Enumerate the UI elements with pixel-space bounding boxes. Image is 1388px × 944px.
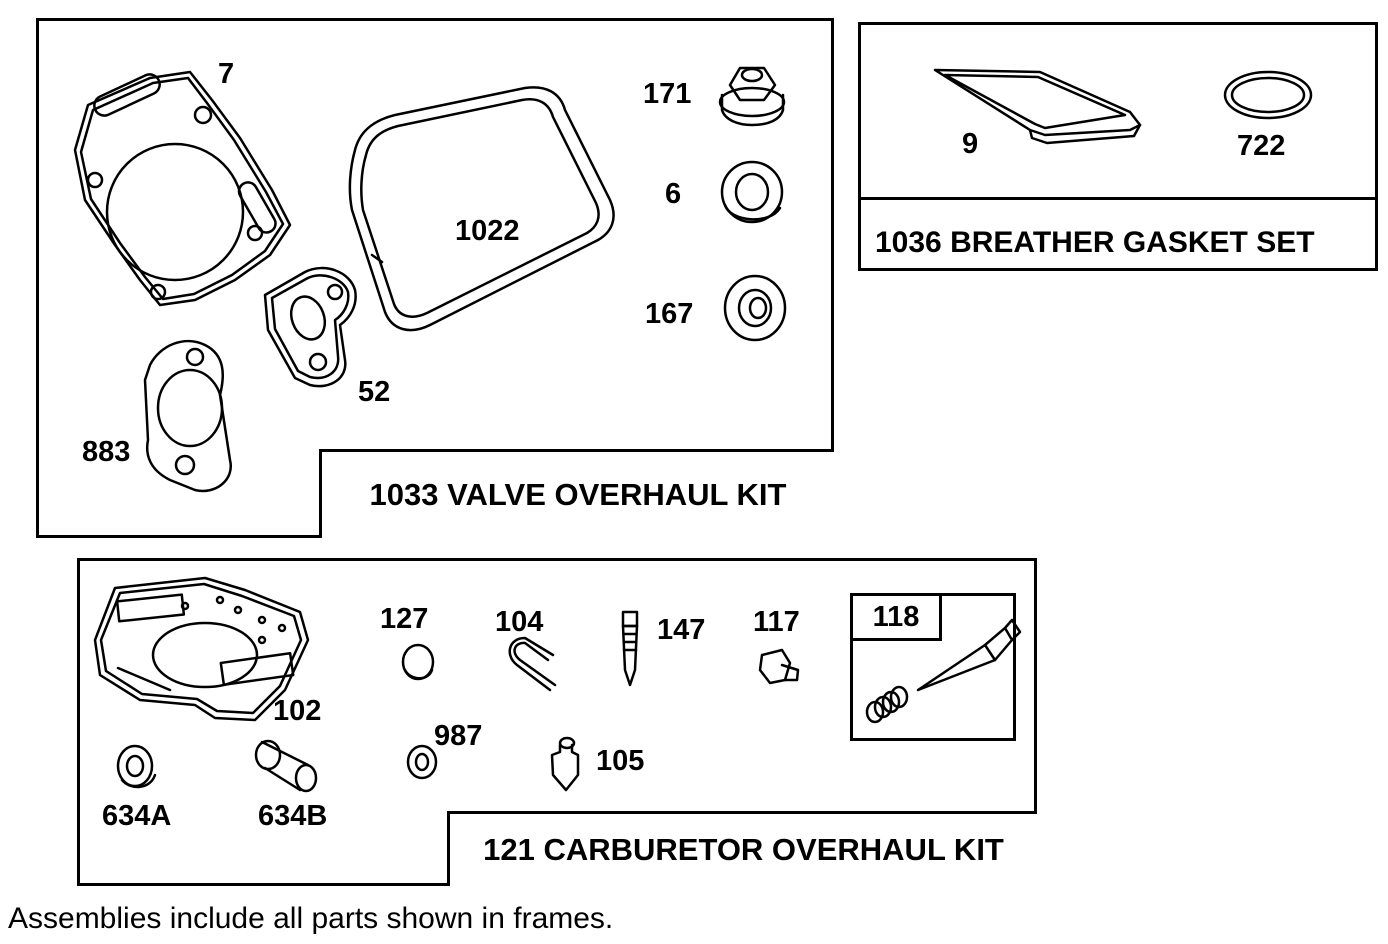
o-ring-722-icon bbox=[1223, 70, 1313, 120]
carburetor-gasket-102-icon bbox=[93, 576, 310, 722]
valve-kit-title-text: 1033 VALVE OVERHAUL KIT bbox=[369, 477, 787, 512]
carburetor-kit-title-text: 121 CARBURETOR OVERHAUL KIT bbox=[483, 832, 1004, 867]
breather-gasket-set-frame: 1036 BREATHER GASKET SET bbox=[858, 22, 1378, 271]
nut-171-icon bbox=[718, 66, 786, 127]
needle-valve-105-icon bbox=[550, 736, 580, 792]
part-label-117: 117 bbox=[753, 606, 800, 638]
seal-6-icon bbox=[720, 160, 784, 224]
exhaust-gasket-883-icon bbox=[143, 339, 233, 493]
breather-divider bbox=[861, 197, 1375, 200]
part-label-9: 9 bbox=[962, 128, 979, 160]
part-label-147: 147 bbox=[657, 614, 706, 646]
carburetor-kit-title: 121 CARBURETOR OVERHAUL KIT bbox=[447, 811, 1037, 886]
intake-gasket-52-icon bbox=[263, 266, 357, 388]
part-label-105: 105 bbox=[596, 745, 645, 777]
pin-104-icon bbox=[508, 636, 557, 692]
part-label-634a: 634A bbox=[102, 800, 172, 832]
screw-117-icon bbox=[758, 648, 800, 685]
part-118-tag: 118 bbox=[850, 593, 942, 641]
mixture-screw-118-icon bbox=[916, 618, 1022, 692]
ring-634a-icon bbox=[116, 744, 157, 789]
washer-987-icon bbox=[406, 744, 438, 780]
part-label-171: 171 bbox=[643, 78, 692, 110]
jet-147-icon bbox=[621, 610, 639, 687]
part-label-7: 7 bbox=[218, 58, 235, 90]
breather-gasket-9-icon bbox=[933, 68, 1142, 145]
cylinder-head-gasket-7-icon bbox=[73, 70, 292, 307]
part-label-1022: 1022 bbox=[455, 215, 520, 247]
valve-kit-title: 1033 VALVE OVERHAUL KIT bbox=[319, 449, 834, 538]
valve-seal-167-icon bbox=[723, 274, 787, 342]
part-label-987: 987 bbox=[434, 720, 483, 752]
part-label-883: 883 bbox=[82, 436, 131, 468]
spring-118-icon bbox=[865, 685, 909, 724]
part-label-167: 167 bbox=[645, 298, 694, 330]
part-118-subframe: 118 bbox=[850, 593, 1016, 741]
part-118-label: 118 bbox=[872, 600, 920, 633]
breather-kit-title: 1036 BREATHER GASKET SET bbox=[875, 226, 1315, 259]
part-label-102: 102 bbox=[273, 695, 322, 727]
valve-overhaul-kit-frame: 1033 VALVE OVERHAUL KIT bbox=[36, 18, 834, 538]
sleeve-634b-icon bbox=[254, 739, 318, 793]
part-label-127: 127 bbox=[380, 603, 429, 635]
part-label-722: 722 bbox=[1237, 130, 1286, 162]
assemblies-footnote: Assemblies include all parts shown in fr… bbox=[8, 902, 614, 935]
plug-127-icon bbox=[401, 643, 435, 681]
part-label-634b: 634B bbox=[258, 800, 328, 832]
valve-cover-gasket-1022-icon bbox=[348, 86, 615, 332]
part-label-104: 104 bbox=[495, 606, 544, 638]
part-label-52: 52 bbox=[358, 376, 391, 408]
part-label-6: 6 bbox=[665, 178, 682, 210]
